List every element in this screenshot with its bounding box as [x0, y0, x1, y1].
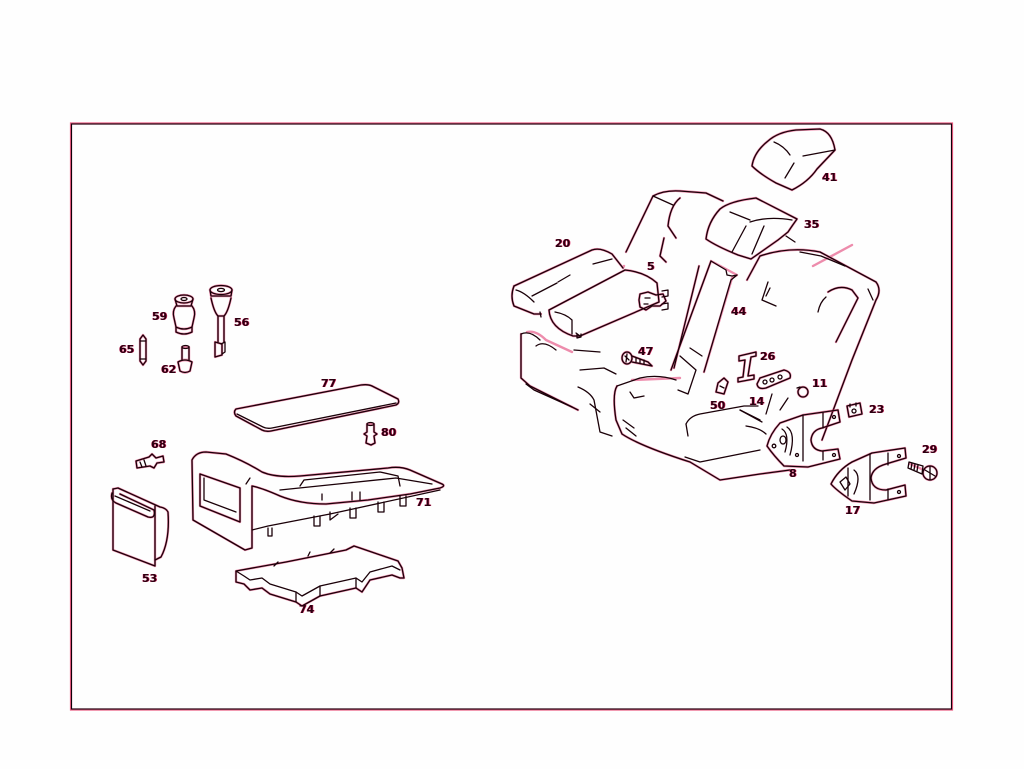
callout-label-56[interactable]: 56 [234, 316, 250, 329]
callout-label-71[interactable]: 71 [416, 496, 432, 509]
callout-label-65[interactable]: 65 [119, 343, 135, 356]
part-74-base-frame[interactable] [234, 544, 406, 608]
part-41-headrest-cover[interactable] [750, 127, 837, 192]
seat-backrest-right[interactable] [745, 243, 881, 442]
part-47-screw[interactable] [620, 350, 654, 368]
callout-label-44[interactable]: 44 [731, 305, 747, 318]
part-53-ashtray-insert[interactable] [110, 486, 170, 568]
callout-label-5[interactable]: 5 [647, 260, 655, 273]
callout-label-68[interactable]: 68 [151, 438, 167, 451]
callout-label-26[interactable]: 26 [760, 350, 776, 363]
callout-label-50[interactable]: 50 [710, 399, 726, 412]
part-26-h-clip[interactable] [736, 350, 758, 384]
part-17-hinge-bracket[interactable] [829, 446, 908, 505]
part-29-bolt[interactable] [907, 461, 939, 482]
diagram-frame [69, 122, 954, 711]
callout-label-62[interactable]: 62 [161, 363, 177, 376]
seat-cushion-left[interactable] [519, 330, 617, 437]
callout-label-47[interactable]: 47 [638, 345, 654, 358]
callout-label-8[interactable]: 8 [789, 467, 797, 480]
callout-label-29[interactable]: 29 [922, 443, 938, 456]
callout-label-74[interactable]: 74 [299, 603, 315, 616]
callout-label-80[interactable]: 80 [381, 426, 397, 439]
part-59-bushing[interactable] [172, 293, 196, 336]
callout-label-11[interactable]: 11 [812, 377, 828, 390]
part-11-nut[interactable] [796, 385, 810, 399]
part-80-rivet[interactable] [362, 421, 379, 447]
part-56-bulb-holder[interactable] [208, 284, 234, 359]
seat-backrest-left[interactable] [624, 189, 725, 264]
callout-label-53[interactable]: 53 [142, 572, 158, 585]
part-65-festoon-bulb[interactable] [138, 333, 148, 367]
callout-label-14[interactable]: 14 [749, 395, 765, 408]
part-71-console-tray[interactable] [190, 450, 445, 552]
callout-label-23[interactable]: 23 [869, 403, 885, 416]
part-50-clip[interactable] [714, 376, 730, 396]
part-5-armrest-body[interactable] [547, 268, 669, 339]
seat-cushion-right[interactable] [613, 375, 792, 482]
callout-label-20[interactable]: 20 [555, 237, 571, 250]
part-14-plate[interactable] [755, 368, 792, 390]
callout-label-35[interactable]: 35 [804, 218, 820, 231]
part-8-hinge-bracket[interactable] [739, 393, 842, 469]
callout-label-41[interactable]: 41 [822, 171, 838, 184]
part-68-push-clip[interactable] [134, 452, 166, 470]
part-23-clip-nut[interactable] [845, 401, 864, 419]
part-20-armrest-pad[interactable] [510, 247, 626, 318]
callout-label-17[interactable]: 17 [845, 504, 861, 517]
part-62-wedge-bulb[interactable] [176, 344, 194, 374]
part-35-headrest[interactable] [704, 196, 799, 261]
callout-label-77[interactable]: 77 [321, 377, 337, 390]
part-44-armrest-bracket[interactable] [669, 259, 739, 395]
part-77-lid-panel[interactable] [233, 383, 400, 433]
callout-label-59[interactable]: 59 [152, 310, 168, 323]
